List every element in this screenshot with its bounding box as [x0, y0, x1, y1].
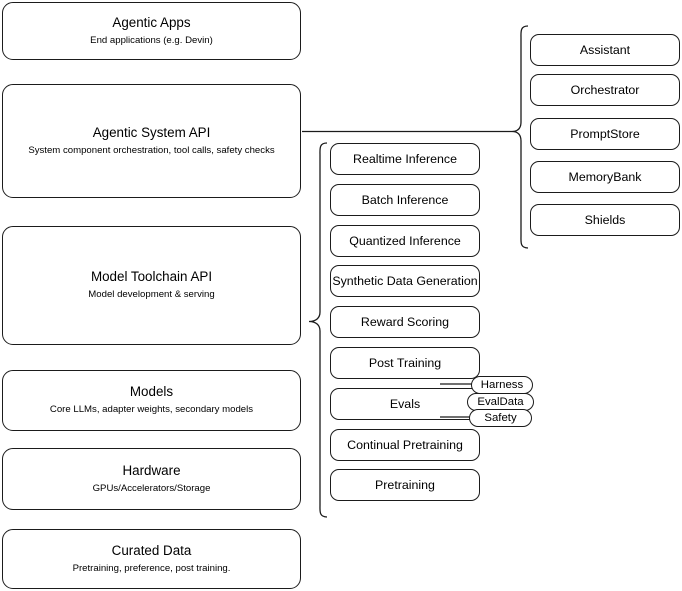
pill-label: Safety — [484, 412, 517, 424]
brace-toolchain-components — [308, 142, 328, 518]
chip-label: Realtime Inference — [353, 152, 457, 166]
layer-hardware[interactable]: Hardware GPUs/Accelerators/Storage — [2, 448, 301, 510]
toolchain-item-batch-inference[interactable]: Batch Inference — [330, 184, 480, 216]
toolchain-item-evals[interactable]: Evals — [330, 388, 480, 420]
eval-badge-safety[interactable]: Safety — [469, 409, 532, 427]
brace-system-components — [511, 25, 529, 249]
layer-title: Agentic System API — [92, 124, 211, 140]
chip-label: Quantized Inference — [349, 234, 461, 248]
chip-label: Reward Scoring — [360, 315, 450, 329]
layer-models[interactable]: Models Core LLMs, adapter weights, secon… — [2, 370, 301, 431]
toolchain-item-realtime-inference[interactable]: Realtime Inference — [330, 143, 480, 175]
toolchain-item-pretraining[interactable]: Pretraining — [330, 469, 480, 501]
layer-title: Agentic Apps — [112, 14, 191, 30]
layer-subtitle: GPUs/Accelerators/Storage — [92, 482, 211, 494]
chip-label: MemoryBank — [568, 170, 642, 184]
layer-subtitle: System component orchestration, tool cal… — [28, 144, 275, 156]
toolchain-item-continual-pretraining[interactable]: Continual Pretraining — [330, 429, 480, 461]
eval-badge-evaldata[interactable]: EvalData — [467, 393, 534, 411]
layer-title: Curated Data — [111, 542, 192, 558]
eval-badge-harness[interactable]: Harness — [471, 376, 533, 394]
pill-label: Harness — [480, 379, 524, 391]
toolchain-item-synthetic-data-generation[interactable]: Synthetic Data Generation — [330, 265, 480, 297]
layer-title: Hardware — [122, 462, 181, 478]
chip-label: PromptStore — [570, 127, 640, 141]
layer-subtitle: End applications (e.g. Devin) — [90, 34, 213, 46]
layer-curated-data[interactable]: Curated Data Pretraining, preference, po… — [2, 529, 301, 589]
chip-label: Synthetic Data Generation — [332, 274, 478, 288]
system-item-assistant[interactable]: Assistant — [530, 34, 680, 66]
layer-subtitle: Core LLMs, adapter weights, secondary mo… — [49, 404, 254, 416]
toolchain-item-post-training[interactable]: Post Training — [330, 347, 480, 379]
layer-subtitle: Model development & serving — [88, 289, 215, 301]
chip-label: Evals — [389, 397, 421, 411]
pill-label: EvalData — [477, 396, 524, 408]
toolchain-item-reward-scoring[interactable]: Reward Scoring — [330, 306, 480, 338]
chip-label: Assistant — [579, 43, 631, 57]
chip-label: Continual Pretraining — [347, 438, 463, 452]
chip-label: Post Training — [368, 356, 442, 370]
layer-title: Models — [129, 384, 174, 400]
chip-label: Batch Inference — [361, 193, 449, 207]
toolchain-item-quantized-inference[interactable]: Quantized Inference — [330, 225, 480, 257]
system-item-shields[interactable]: Shields — [530, 204, 680, 236]
system-item-memorybank[interactable]: MemoryBank — [530, 161, 680, 193]
system-item-orchestrator[interactable]: Orchestrator — [530, 74, 680, 106]
system-item-promptstore[interactable]: PromptStore — [530, 118, 680, 150]
chip-label: Shields — [584, 213, 626, 227]
layer-agentic-system-api[interactable]: Agentic System API System component orch… — [2, 84, 301, 198]
chip-label: Orchestrator — [570, 83, 640, 97]
layer-agentic-apps[interactable]: Agentic Apps End applications (e.g. Devi… — [2, 2, 301, 60]
chip-label: Pretraining — [375, 478, 435, 492]
layer-model-toolchain-api[interactable]: Model Toolchain API Model development & … — [2, 226, 301, 345]
layer-title: Model Toolchain API — [90, 269, 213, 285]
layer-subtitle: Pretraining, preference, post training. — [72, 562, 231, 574]
